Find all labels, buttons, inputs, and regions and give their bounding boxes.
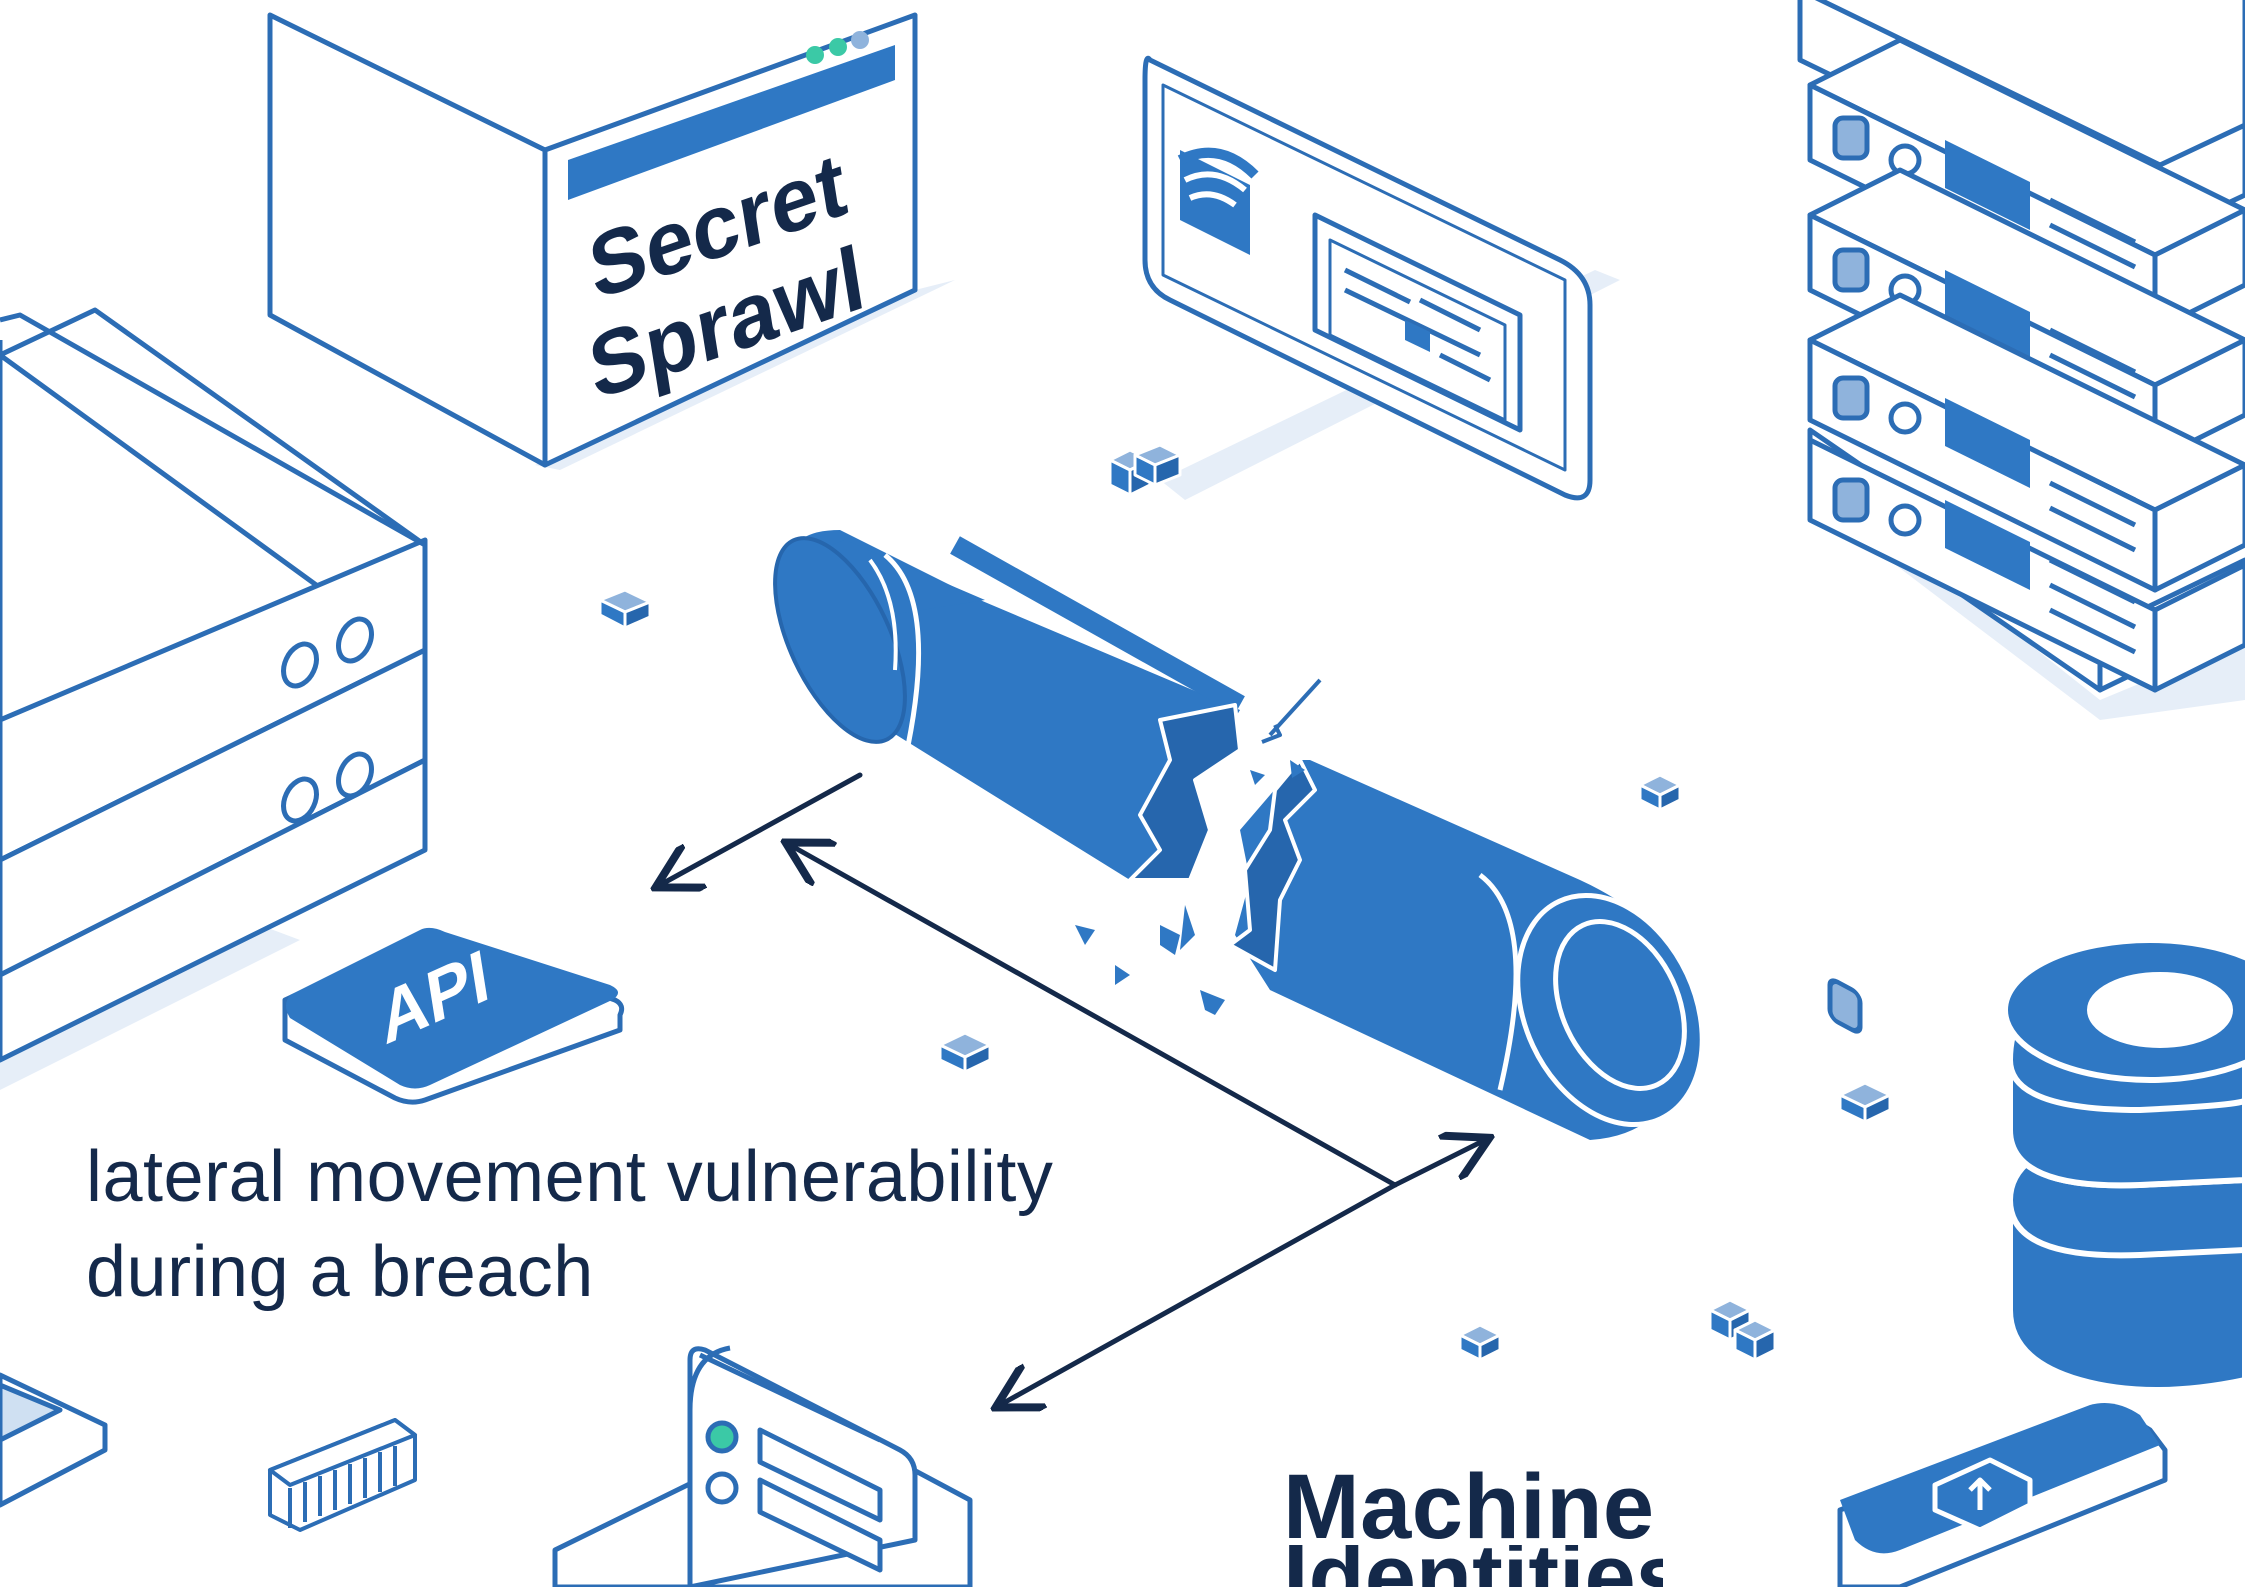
- bottom-widget: [552, 1345, 973, 1587]
- cube: [938, 1031, 992, 1074]
- server-unit-4: [1807, 292, 2245, 593]
- shield-card: [1837, 1402, 2168, 1587]
- machine-label: Machine: [1283, 1456, 1655, 1558]
- server-rack: [1797, 0, 2245, 1034]
- database-icon: [2002, 937, 2245, 1393]
- server-unit-5: [1807, 437, 2245, 693]
- cube: [1638, 773, 1682, 812]
- caption: lateral movement vulnerability during a …: [86, 1130, 1186, 1320]
- shield-icon: [1932, 1457, 2033, 1533]
- broken-pipe: [773, 530, 1705, 1140]
- wifi-icon: [1177, 147, 1259, 255]
- arrows: [660, 772, 1485, 1405]
- floating-cubes: [598, 443, 1892, 1362]
- arrow-to-api: [660, 772, 863, 885]
- cube: [1458, 1323, 1502, 1362]
- cube: [1708, 1298, 1752, 1342]
- identities-label: Identities: [1283, 1545, 1663, 1587]
- server-stack-left: [0, 307, 428, 1090]
- arrow-to-pipe-right: [1392, 1140, 1485, 1188]
- caption-line1: lateral movement vulnerability: [86, 1137, 1054, 1217]
- identities-label-clip: Identities: [1283, 1545, 1663, 1587]
- cube: [1733, 1318, 1777, 1362]
- cube: [598, 588, 652, 630]
- caption-line2: during a breach: [86, 1232, 594, 1312]
- cube: [1838, 1081, 1892, 1124]
- arrow-to-pipe-left: [790, 845, 1398, 1188]
- connector-chip: [268, 1418, 417, 1532]
- arrow-to-bottom: [1000, 1182, 1398, 1405]
- monitor-panel: [1142, 55, 1620, 501]
- api-card: API: [282, 927, 625, 1105]
- secret-sprawl-sign: Secret Sprawl: [267, 12, 955, 470]
- bottom-left-device: [0, 1372, 108, 1508]
- cube: [1133, 443, 1182, 487]
